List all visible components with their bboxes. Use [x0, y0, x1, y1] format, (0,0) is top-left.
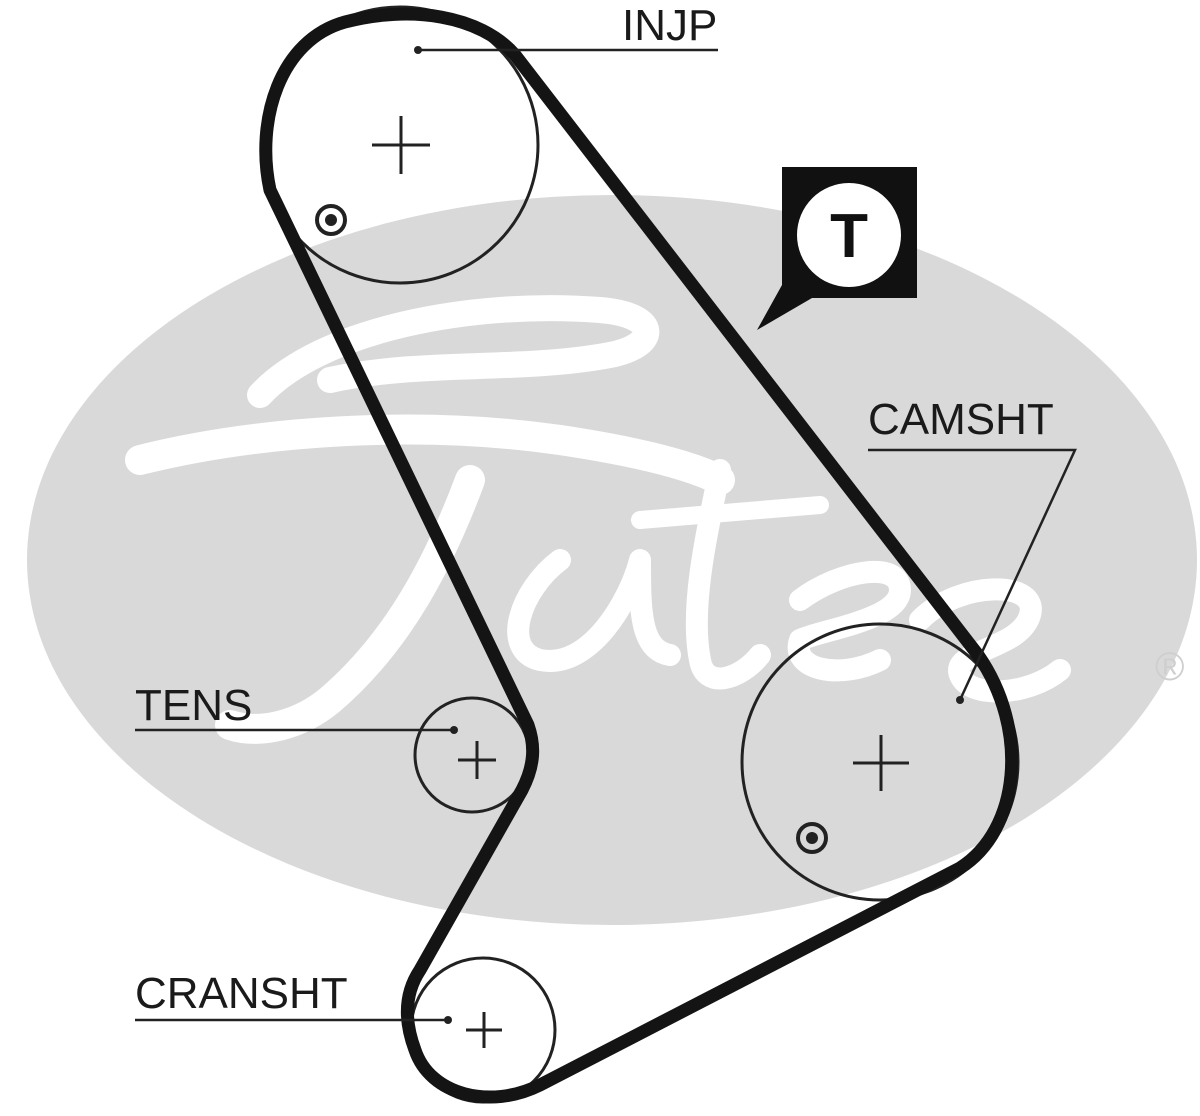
leader-dots — [414, 46, 964, 1024]
injection-pump-timing-mark-icon — [315, 204, 347, 236]
leader-lines — [135, 48, 1077, 1022]
tensioner-badge: T — [757, 167, 917, 330]
injp-label: INJP — [622, 1, 717, 50]
camshaft-timing-mark-icon — [796, 822, 828, 854]
injection-pump-centre-icon — [372, 116, 430, 174]
badge-letter: T — [830, 202, 868, 271]
badge-circle — [797, 183, 901, 287]
camsht-leader-line — [868, 448, 1077, 701]
crankshaft-centre-icon — [466, 1012, 502, 1048]
camsht-label: CAMSHT — [868, 395, 1054, 444]
tensioner-centre-icon — [458, 741, 496, 779]
watermark-registered-mark: ® — [1155, 645, 1184, 689]
timing-belt — [259, 7, 1019, 1104]
timing-marks — [315, 204, 828, 854]
camshaft-centre-icon — [853, 735, 909, 791]
centre-marks — [372, 116, 909, 1048]
tens-label: TENS — [135, 681, 252, 730]
gates-watermark: ® — [27, 195, 1197, 925]
cransht-label: CRANSHT — [135, 969, 348, 1018]
